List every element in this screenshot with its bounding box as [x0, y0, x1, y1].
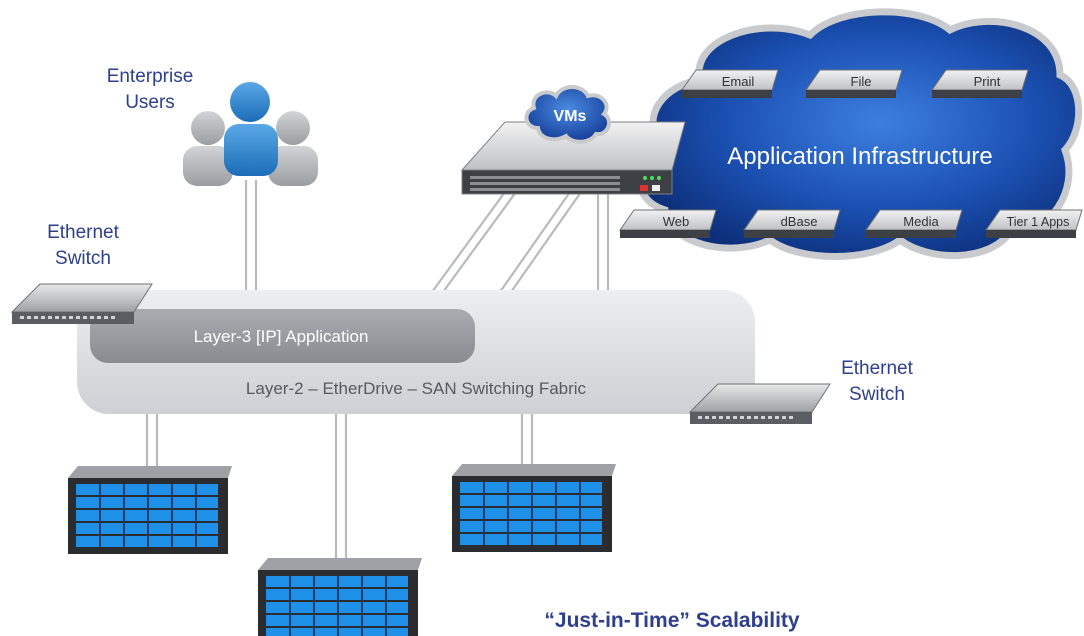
- server-unit-file-icon: [805, 69, 903, 98]
- server-label-dbase: dBase: [781, 214, 818, 229]
- ethernet-switch-right-label: Ethernet Switch: [822, 356, 932, 408]
- storage-array-icon: [452, 464, 616, 552]
- server-label-print: Print: [974, 74, 1001, 89]
- server-label-media: Media: [903, 214, 939, 229]
- server-unit-dbase-icon: [743, 209, 841, 238]
- vms-cloud-icon: [524, 85, 612, 144]
- ethernet-switch-left-icon: [10, 283, 153, 324]
- ethernet-switch-right-icon: [688, 383, 831, 424]
- ethernet-switch-right-label-line2: Switch: [849, 384, 905, 405]
- vm-host-server-icon: [460, 121, 686, 195]
- server-unit-print-icon: [931, 69, 1029, 98]
- ethernet-switch-left-label-line2: Switch: [55, 248, 111, 269]
- server-unit-tier1-icon: [985, 209, 1083, 238]
- server-label-email: Email: [722, 74, 755, 89]
- users-icon: [183, 82, 318, 186]
- server-unit-media-icon: [865, 209, 963, 238]
- cloud-title: Application Infrastructure: [727, 143, 992, 170]
- vms-label: VMs: [554, 108, 587, 125]
- users-label-line2: Users: [125, 92, 175, 113]
- connection-lines: [145, 180, 610, 560]
- server-label-file: File: [851, 74, 872, 89]
- layer2-label: Layer-2 – EtherDrive – SAN Switching Fab…: [246, 379, 587, 398]
- layer3-label: Layer-3 [IP] Application: [194, 327, 369, 346]
- storage-array-icon: [258, 558, 422, 636]
- server-unit-web-icon: [619, 209, 717, 238]
- layer3-box: [90, 309, 475, 363]
- users-label: Enterprise Users: [90, 64, 210, 116]
- users-label-line1: Enterprise: [106, 66, 194, 87]
- tagline: “Just-in-Time” Scalability: [544, 609, 799, 632]
- server-label-web: Web: [663, 214, 690, 229]
- server-unit-email-icon: [681, 69, 779, 98]
- server-label-tier1: Tier 1 Apps: [1007, 215, 1070, 229]
- ethernet-switch-left-label-line1: Ethernet: [47, 222, 119, 243]
- storage-array-icon: [68, 466, 232, 554]
- ethernet-switch-left-label: Ethernet Switch: [28, 220, 138, 272]
- ethernet-switch-right-label-line1: Ethernet: [841, 358, 913, 379]
